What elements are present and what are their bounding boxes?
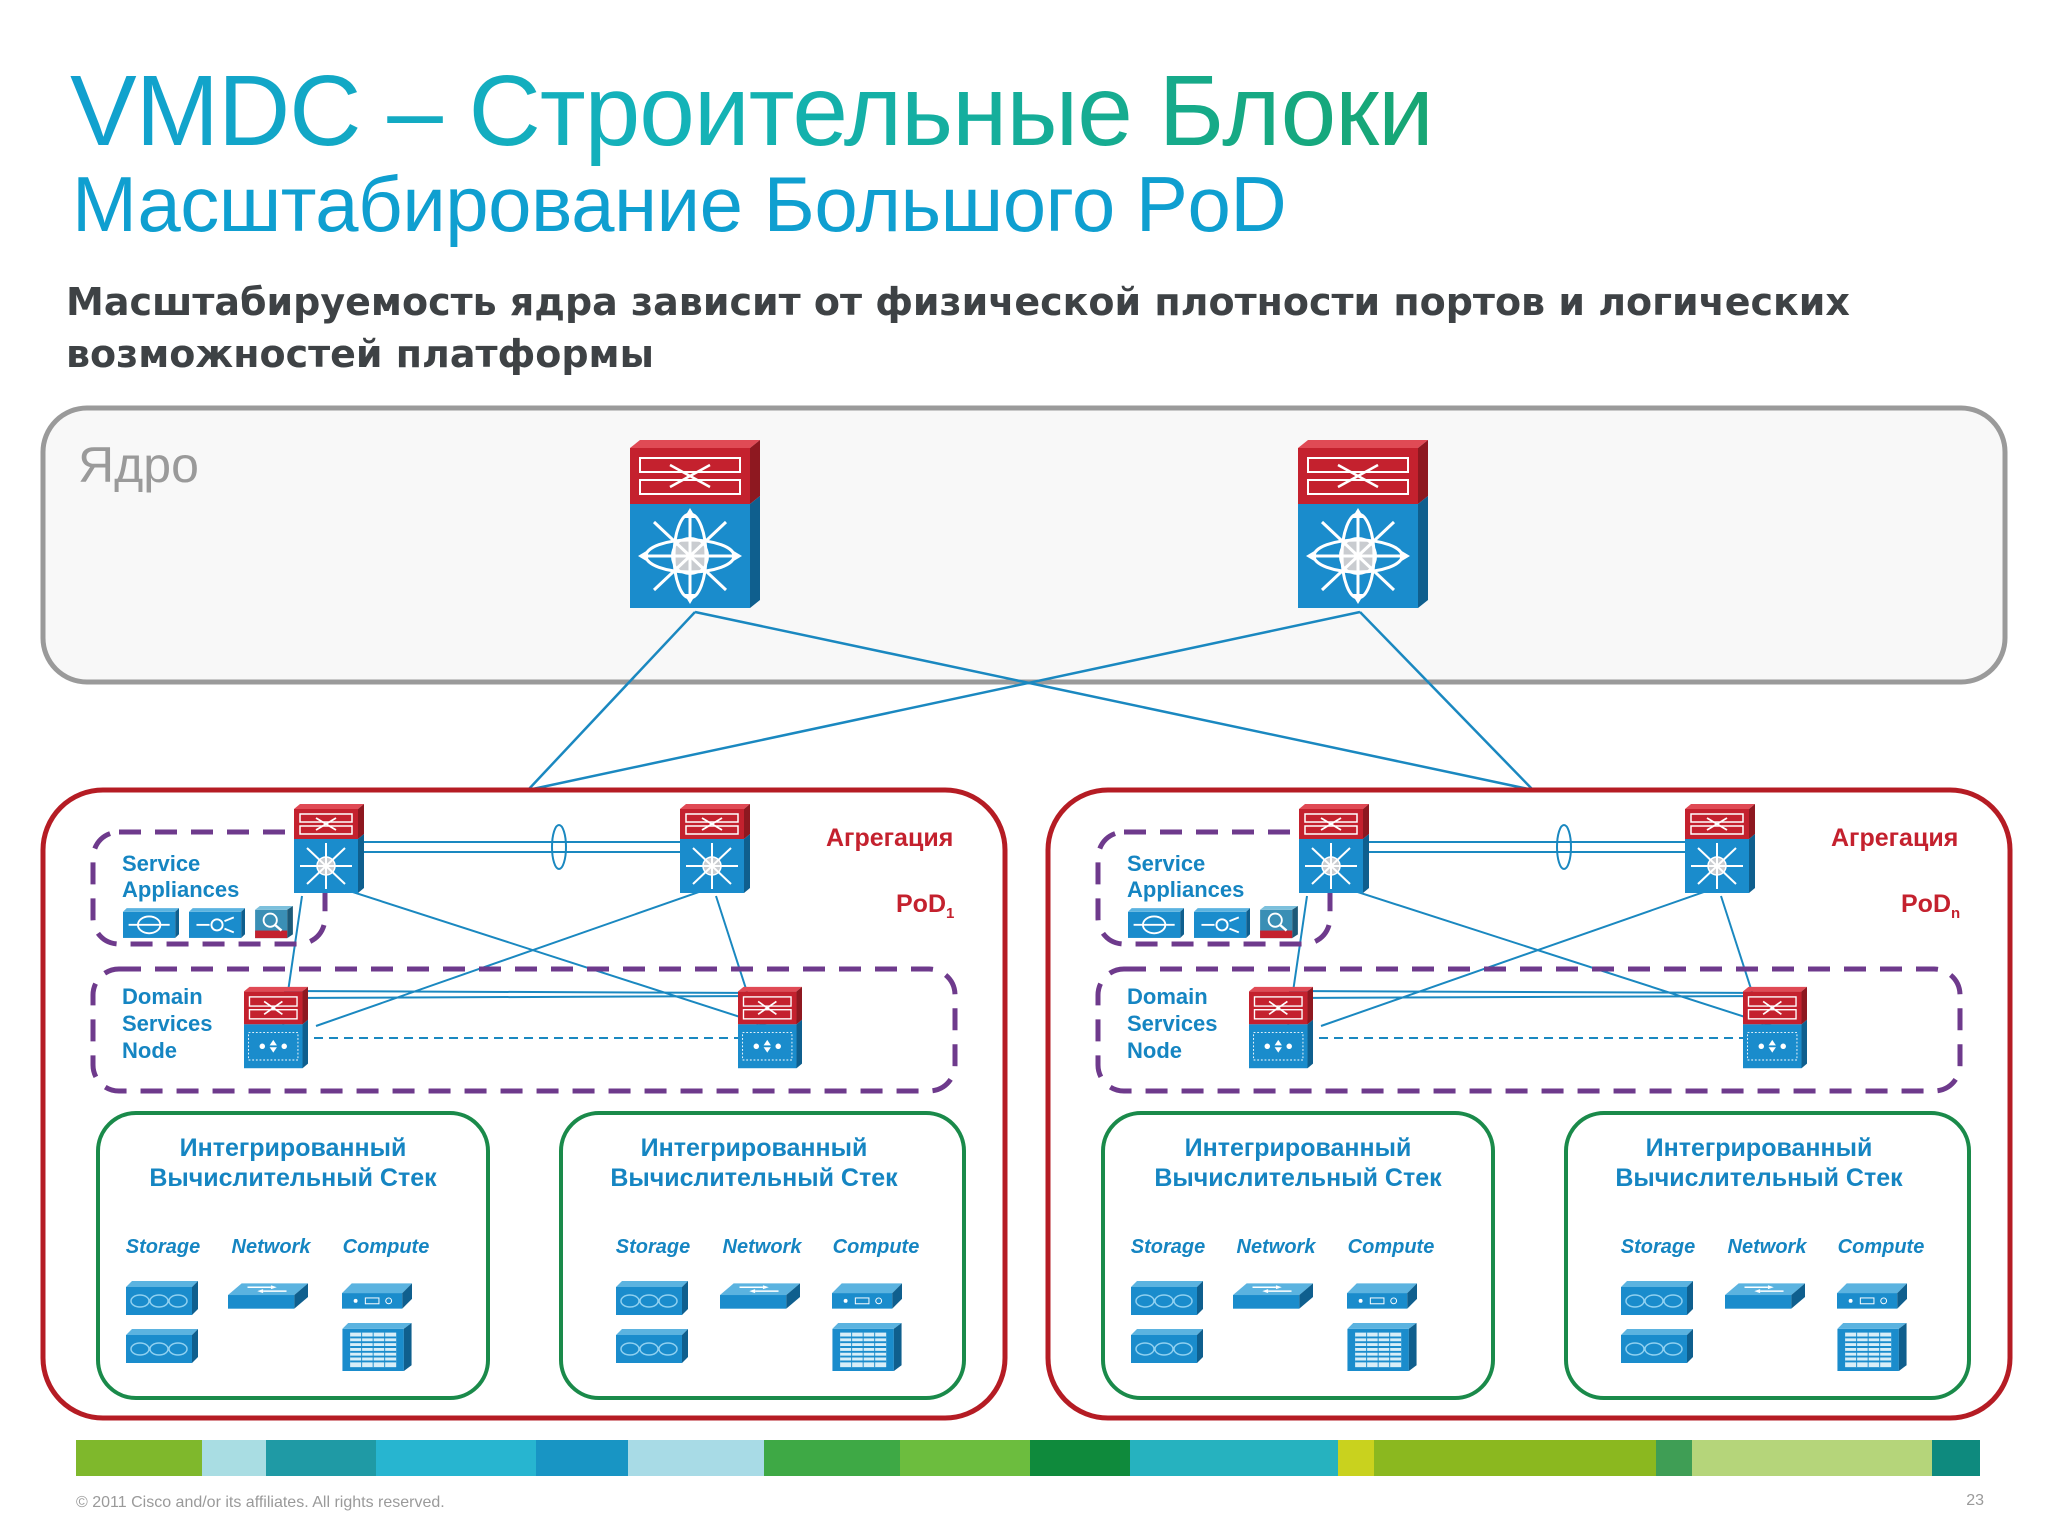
pod-n: Агрегация PoDn Service Appliances Domain… xyxy=(1045,787,2013,1421)
core-container xyxy=(40,405,2008,685)
pod-n-label-sub: n xyxy=(1951,905,1960,922)
pod-n-stack-1-title2: Вычислительный Стек xyxy=(1154,1164,1442,1192)
pod-n-stack-1-col-storage: Storage xyxy=(1131,1236,1205,1258)
copyright-footer: © 2011 Cisco and/or its affiliates. All … xyxy=(76,1494,445,1511)
core-switch-left xyxy=(630,440,760,610)
pod-1-stack-2-col-storage: Storage xyxy=(616,1236,690,1258)
pod-1-stack-2-title2: Вычислительный Стек xyxy=(610,1164,898,1192)
pod-1-domain-services-line3: Node xyxy=(122,1038,177,1063)
pod-n-domain-services-line3: Node xyxy=(1127,1038,1182,1063)
pod-1-service-appliances-line2: Appliances xyxy=(122,877,239,902)
pod-n-stack-2-col-network: Network xyxy=(1728,1236,1808,1258)
pod-1-stack-2-col-compute: Compute xyxy=(833,1236,920,1258)
pod-1-domain-services-line1: Domain xyxy=(122,984,203,1009)
pod-n-domain-services-line2: Services xyxy=(1127,1011,1218,1036)
pod-n-service-appliances-line2: Appliances xyxy=(1127,877,1244,902)
lead-text: Масштабируемость ядра зависит от физичес… xyxy=(66,280,1850,376)
pod-1-stack-2-title1: Интегрированный xyxy=(641,1134,868,1162)
pod-1-stack-1-title1: Интегрированный xyxy=(180,1134,407,1162)
pod-1: Агрегация PoD1 Service Appliances Domain… xyxy=(40,787,1008,1421)
pod-1-stack-1-col-compute: Compute xyxy=(343,1236,430,1258)
color-stripe xyxy=(76,1440,1980,1476)
pod-n-domain-services-line1: Domain xyxy=(1127,984,1208,1009)
pod-1-aggregation-label: Агрегация xyxy=(826,824,953,852)
pod-n-label: PoDn xyxy=(1901,890,1960,922)
pod-n-stack-2-title2: Вычислительный Стек xyxy=(1615,1164,1903,1192)
pod-1-stack-1-title2: Вычислительный Стек xyxy=(149,1164,437,1192)
pod-n-border xyxy=(1045,787,2013,1421)
pod-1-border xyxy=(40,787,1008,1421)
slide-subtitle: Масштабирование Большого PoD xyxy=(72,160,1287,248)
pod-1-service-appliances-line1: Service xyxy=(122,851,200,876)
pod-1-stack-1-col-network: Network xyxy=(232,1236,312,1258)
pod-n-stack-1-col-compute: Compute xyxy=(1348,1236,1435,1258)
pod-1-domain-services-line2: Services xyxy=(122,1011,213,1036)
pod-n-stack-2-title1: Интегрированный xyxy=(1646,1134,1873,1162)
core-uplinks xyxy=(527,610,1534,792)
pod-n-stack-1-title1: Интегрированный xyxy=(1185,1134,1412,1162)
pod-n-stack-2-col-storage: Storage xyxy=(1621,1236,1695,1258)
page-number: 23 xyxy=(1966,1492,1984,1509)
core-label: Ядро xyxy=(78,437,199,493)
pod-1-label: PoD1 xyxy=(896,890,954,922)
pod-1-label-sub: 1 xyxy=(946,905,954,922)
pod-1-stack-1-col-storage: Storage xyxy=(126,1236,200,1258)
pod-n-label-main: PoD xyxy=(1901,890,1951,918)
pod-n-service-appliances-line1: Service xyxy=(1127,851,1205,876)
pod-1-stack-2-col-network: Network xyxy=(723,1236,803,1258)
pod-n-aggregation-label: Агрегация xyxy=(1831,824,1958,852)
core-switch-right xyxy=(1298,440,1428,610)
pod-1-label-main: PoD xyxy=(896,890,946,918)
pod-n-stack-1-col-network: Network xyxy=(1237,1236,1317,1258)
slide-title: VMDC – Строительные Блоки xyxy=(70,55,1434,167)
pod-n-stack-2-col-compute: Compute xyxy=(1838,1236,1925,1258)
